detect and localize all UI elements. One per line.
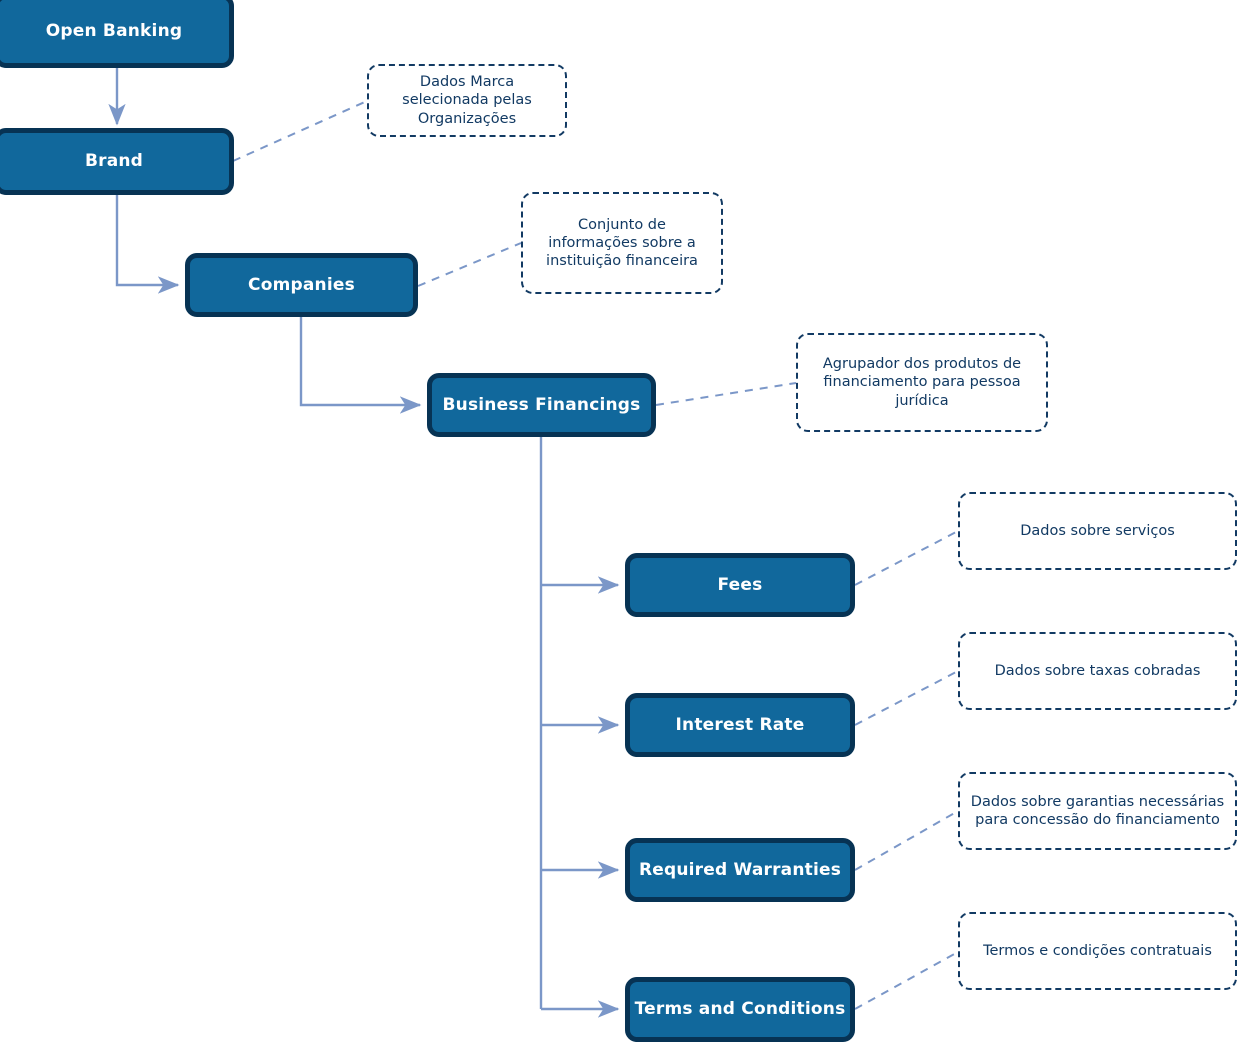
node-required-warranties[interactable]: Required Warranties (625, 838, 855, 902)
node-business-financings[interactable]: Business Financings (427, 373, 656, 437)
node-label: Companies (248, 274, 355, 295)
node-brand[interactable]: Brand (0, 128, 234, 195)
edge-companies-to-business-financings (299, 317, 422, 414)
leader-business-financings-note (655, 382, 797, 406)
node-fees[interactable]: Fees (625, 553, 855, 617)
leader-brand-note (232, 100, 368, 162)
note-label: Dados sobre serviços (1020, 522, 1175, 539)
node-terms-and-conditions[interactable]: Terms and Conditions (625, 977, 855, 1042)
node-label: Brand (84, 151, 144, 172)
node-interest-rate[interactable]: Interest Rate (625, 693, 855, 757)
leader-companies-note (417, 242, 522, 287)
note-companies: Conjunto de informações sobre a institui… (521, 192, 723, 294)
node-label: Required Warranties (638, 859, 842, 880)
note-label: Conjunto de informações sobre a institui… (546, 216, 698, 270)
note-label: Dados sobre garantias necessárias para c… (970, 793, 1225, 828)
note-required-warranties: Dados sobre garantias necessárias para c… (958, 772, 1237, 850)
node-label: Interest Rate (675, 714, 805, 735)
leader-required-warranties-note (854, 810, 959, 871)
edge-brand-to-companies (115, 192, 180, 294)
note-fees: Dados sobre serviços (958, 492, 1237, 570)
leader-fees-note (854, 530, 959, 586)
note-terms-and-conditions: Termos e condições contratuais (958, 912, 1237, 990)
node-label: Terms and Conditions (634, 999, 846, 1020)
note-business-financings: Agrupador dos produtos de financiamento … (796, 333, 1048, 432)
node-label: Fees (717, 574, 763, 595)
leader-interest-rate-note (854, 670, 959, 726)
note-label: Agrupador dos produtos de financiamento … (822, 356, 1022, 409)
node-label: Open Banking (45, 20, 183, 41)
note-label: Termos e condições contratuais (983, 942, 1212, 959)
note-brand: Dados Marca selecionada pelas Organizaçõ… (367, 64, 567, 137)
note-label: Dados sobre taxas cobradas (994, 662, 1201, 679)
note-label: Dados Marca selecionada pelas Organizaçõ… (402, 74, 532, 127)
node-open-banking[interactable]: Open Banking (0, 0, 234, 68)
note-interest-rate: Dados sobre taxas cobradas (958, 632, 1237, 710)
leader-terms-and-conditions-note (854, 951, 959, 1010)
node-companies[interactable]: Companies (185, 253, 418, 317)
node-label: Business Financings (442, 394, 641, 415)
